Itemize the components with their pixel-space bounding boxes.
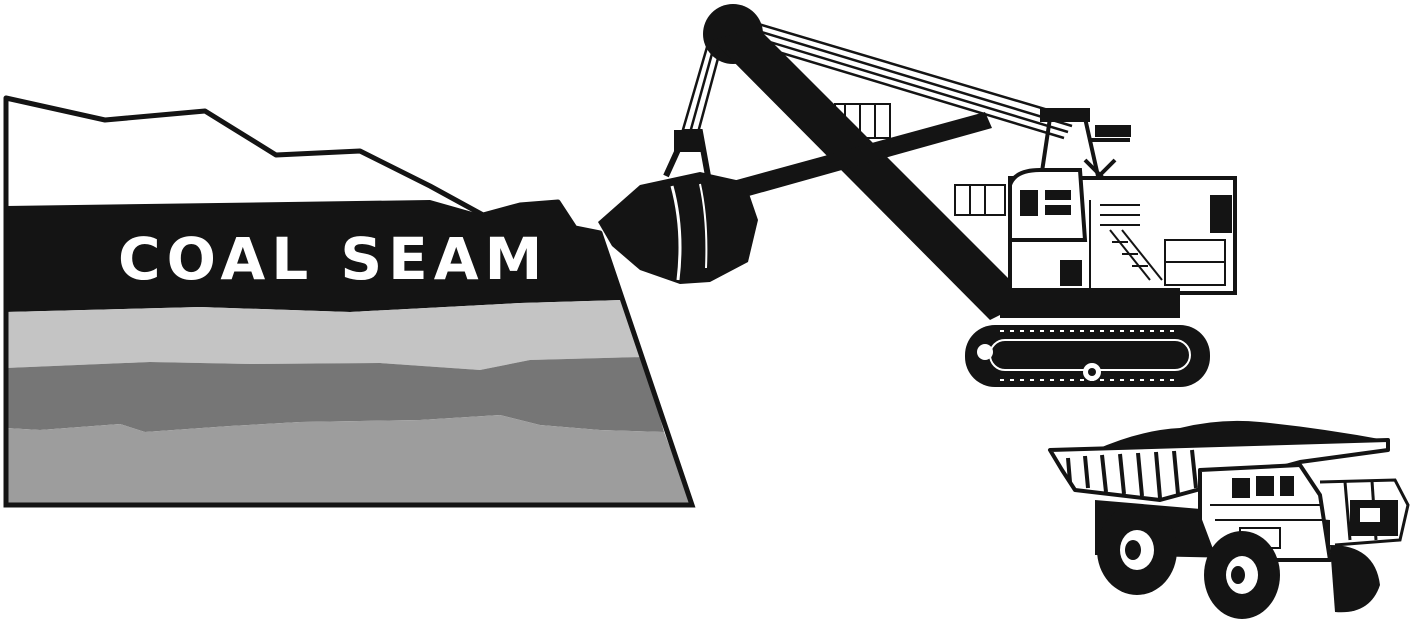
geological-cross-section: COAL SEAM	[6, 98, 692, 505]
coal-seam-label: COAL SEAM	[118, 225, 548, 293]
haul-truck-icon	[1050, 421, 1408, 619]
middle-rock-layer	[6, 357, 664, 432]
rope-shovel-icon	[598, 4, 1235, 387]
